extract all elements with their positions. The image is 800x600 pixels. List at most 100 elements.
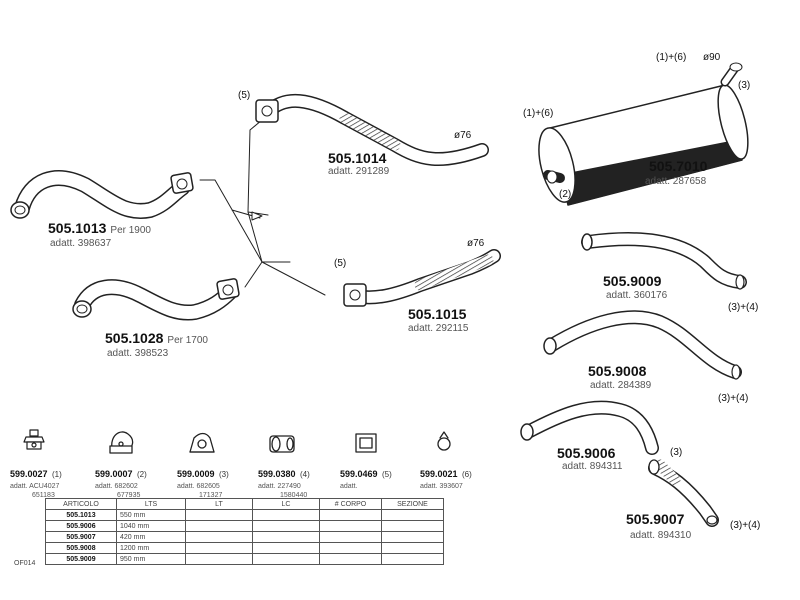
part-sub: adatt. 291289 <box>328 166 390 177</box>
accessory-line: adatt. ACU4027 <box>10 483 60 490</box>
note-3-4: (3)+(4) <box>728 302 759 313</box>
accessory-599-0027: 599.0027 (1) adatt. ACU4027 651183 <box>10 464 62 500</box>
cell-lts: 950 mm <box>116 553 186 565</box>
column-header: # CORPO <box>319 498 382 510</box>
pipe-505-1014 <box>255 94 489 167</box>
part-code-505-7010: 505.7010 <box>649 158 708 174</box>
note-1-6: (1)+(6) <box>656 52 687 63</box>
pipe-505-9007 <box>648 459 719 527</box>
note-3: (3) <box>670 447 683 458</box>
connector-lines <box>199 119 326 296</box>
clamp-icon <box>109 431 134 454</box>
column-header: LT <box>185 498 253 510</box>
accessory-599-0469: 599.0469 (5) adatt. <box>340 464 392 491</box>
cell-sezione <box>381 509 444 521</box>
accessory-num: (2) <box>137 470 147 479</box>
cell-lts: 550 mm <box>116 509 186 521</box>
accessory-line: adatt. 393607 <box>420 483 463 490</box>
cell-lts: 1040 mm <box>116 520 186 532</box>
cell-articolo: 505.9008 <box>45 542 117 554</box>
cell-lts: 420 mm <box>116 531 186 543</box>
hose-clamp-icon <box>437 431 451 451</box>
part-sub: adatt. 398523 <box>107 348 169 359</box>
part-code-505-9006: 505.9006 <box>557 445 616 461</box>
accessory-line: 677935 <box>117 492 141 499</box>
note-5: (5) <box>334 258 347 269</box>
note-3-4: (3)+(4) <box>730 520 761 531</box>
cell-lt <box>185 520 253 532</box>
accessory-code: 599.0007 <box>95 469 133 479</box>
part-sub: adatt. 894311 <box>562 461 623 472</box>
accessory-line: adatt. 682602 <box>95 483 138 490</box>
column-header: ARTICOLO <box>45 498 117 510</box>
note-3-4: (3)+(4) <box>718 393 749 404</box>
accessory-code: 599.0380 <box>258 469 296 479</box>
accessory-line: adatt. <box>340 483 358 490</box>
muffler-505-7010 <box>538 62 749 206</box>
column-header: LC <box>252 498 320 510</box>
table-row: 505.9009 950 mm <box>45 553 444 565</box>
note-d76: ø76 <box>454 130 472 141</box>
bolt-icon <box>23 429 45 450</box>
accessory-line: 1580440 <box>280 492 308 499</box>
cell-lc <box>252 509 320 521</box>
cell-lc <box>252 542 320 554</box>
cell-sezione <box>381 520 444 532</box>
part-code-505-1014: 505.1014 <box>328 150 387 166</box>
accessory-num: (4) <box>300 470 310 479</box>
accessory-code: 599.0469 <box>340 469 378 479</box>
cell-lts: 1200 mm <box>116 542 186 554</box>
note-2: (2) <box>559 189 572 200</box>
spec-table: ARTICOLO LTS LT LC # CORPO SEZIONE 505.1… <box>45 498 444 565</box>
cell-lt <box>185 553 253 565</box>
note-d76: ø76 <box>467 238 485 249</box>
part-sub: adatt. 398637 <box>50 238 112 249</box>
part-sub: adatt. 292115 <box>408 323 469 334</box>
table-row: 505.9007 420 mm <box>45 531 444 543</box>
pipe-505-1015 <box>343 249 501 307</box>
accessory-num: (6) <box>462 470 472 479</box>
table-header-row: ARTICOLO LTS LT LC # CORPO SEZIONE <box>45 498 444 510</box>
cell-sezione <box>381 531 444 543</box>
part-sub: adatt. 894310 <box>630 530 692 541</box>
pipe-505-9008 <box>543 310 742 380</box>
accessory-code: 599.0021 <box>420 469 458 479</box>
accessory-line: 651183 <box>32 492 55 499</box>
accessory-num: (5) <box>382 470 392 479</box>
cell-lc <box>252 520 320 532</box>
table-row: 505.1013 550 mm <box>45 509 444 521</box>
accessory-599-0009: 599.0009 (3) adatt. 682605 171327 <box>177 464 229 500</box>
part-sub: adatt. 360176 <box>606 290 668 301</box>
cell-articolo: 505.9006 <box>45 520 117 532</box>
accessory-code: 599.0027 <box>10 469 48 479</box>
part-code-505-9007: 505.9007 <box>626 511 685 527</box>
table-side-code: OF014 <box>14 560 36 567</box>
cell-corpo <box>319 542 382 554</box>
part-code-505-1015: 505.1015 <box>408 306 467 322</box>
cell-corpo <box>319 553 382 565</box>
pipe-505-1028 <box>72 278 240 321</box>
part-per: Per 1900 <box>110 225 151 236</box>
table-row: 505.9006 1040 mm <box>45 520 444 532</box>
cell-sezione <box>381 553 444 565</box>
cell-corpo <box>319 520 382 532</box>
note-1-6: (1)+(6) <box>523 108 554 119</box>
cell-sezione <box>381 542 444 554</box>
cell-corpo <box>319 509 382 521</box>
accessory-num: (3) <box>219 470 229 479</box>
column-header: LTS <box>116 498 186 510</box>
cell-articolo: 505.9009 <box>45 553 117 565</box>
cell-lt <box>185 531 253 543</box>
part-code: 505.1013 <box>48 220 107 236</box>
gasket-icon <box>355 433 377 453</box>
part-code-505-9008: 505.9008 <box>588 363 647 379</box>
rubber-mount-icon <box>269 435 295 453</box>
table-row: 505.9008 1200 mm <box>45 542 444 554</box>
cell-lt <box>185 542 253 554</box>
cell-articolo: 505.9007 <box>45 531 117 543</box>
cell-lc <box>252 531 320 543</box>
cell-lc <box>252 553 320 565</box>
note-5: (5) <box>238 90 251 101</box>
